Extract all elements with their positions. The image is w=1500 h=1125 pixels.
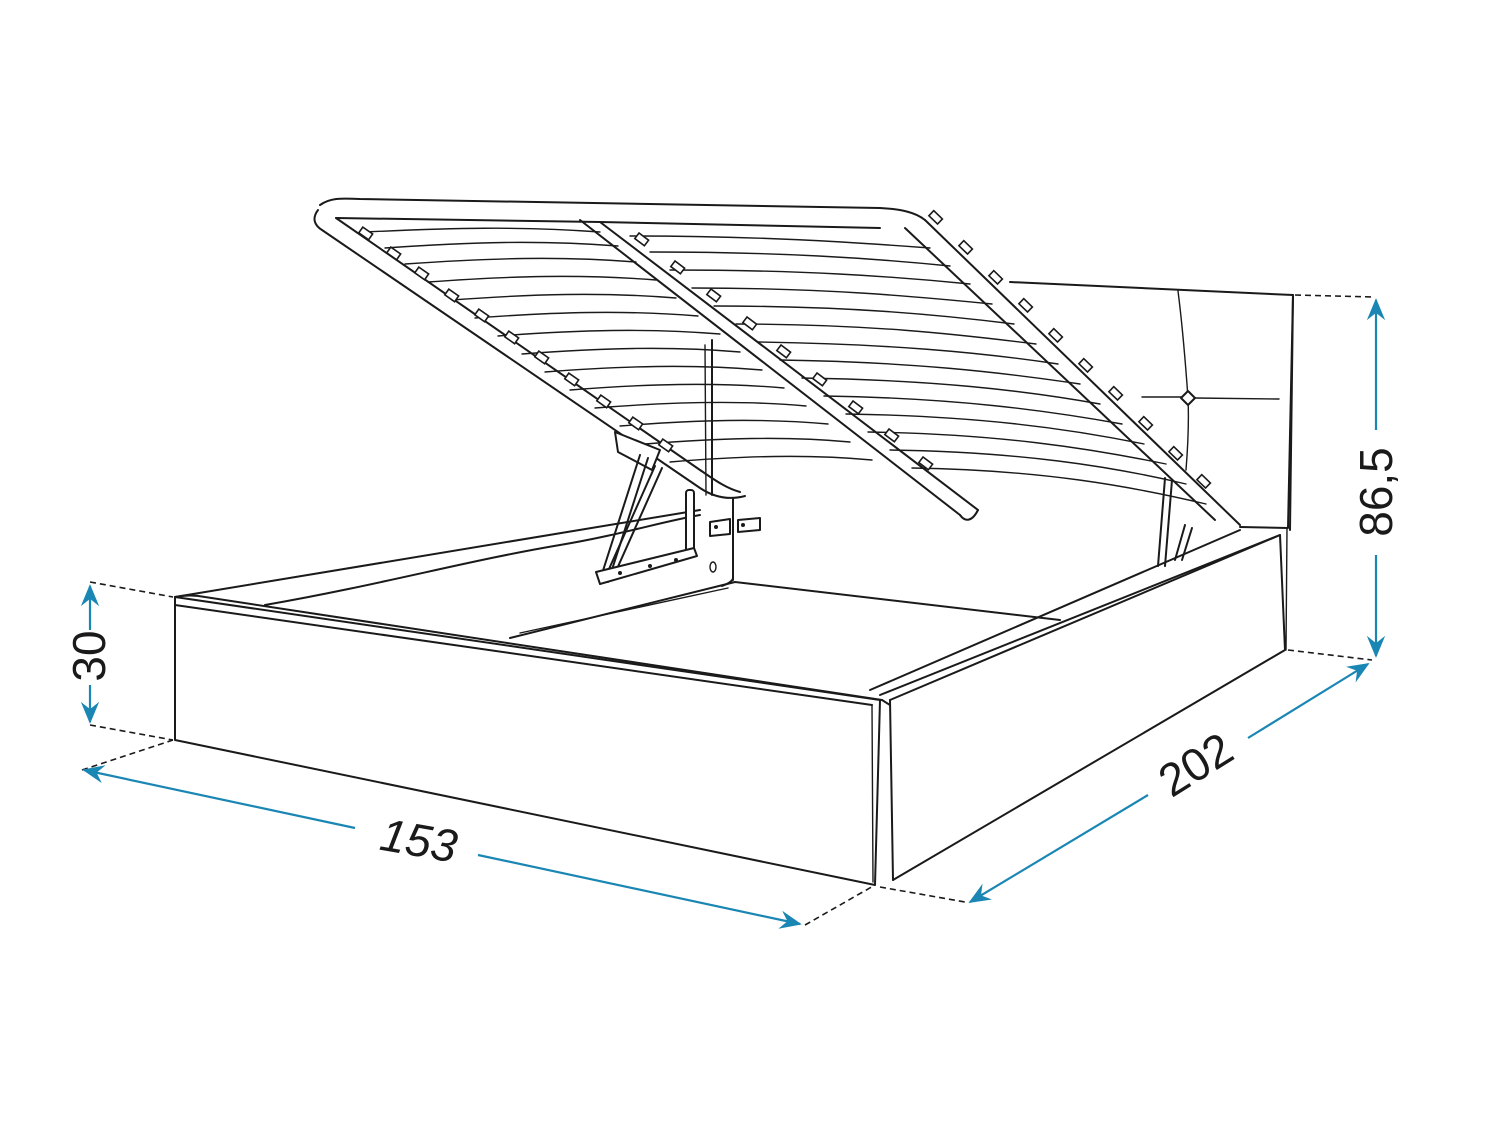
- slatted-frame: [313, 197, 1241, 526]
- tuft-button-icon: [1180, 390, 1196, 406]
- dimension-label-153: 153: [376, 808, 461, 873]
- gas-lift-left: [595, 431, 761, 585]
- dimension-headboard-height: 86,5: [1350, 298, 1402, 658]
- gas-lift-right: [1157, 477, 1193, 567]
- slats-right: [629, 235, 1207, 505]
- slat-holders: [357, 209, 1212, 490]
- extension-lines: [81, 294, 1376, 926]
- headboard: [1009, 281, 1294, 651]
- dimension-label-30: 30: [63, 630, 115, 681]
- foot-panel: [174, 594, 891, 886]
- dimension-label-86-5: 86,5: [1350, 447, 1402, 537]
- dimension-label-202: 202: [1149, 722, 1242, 807]
- dimension-length: 202: [968, 663, 1370, 903]
- dimension-frame-height: 30: [63, 584, 115, 724]
- slats-left: [364, 227, 873, 463]
- storage-box: [174, 339, 1286, 881]
